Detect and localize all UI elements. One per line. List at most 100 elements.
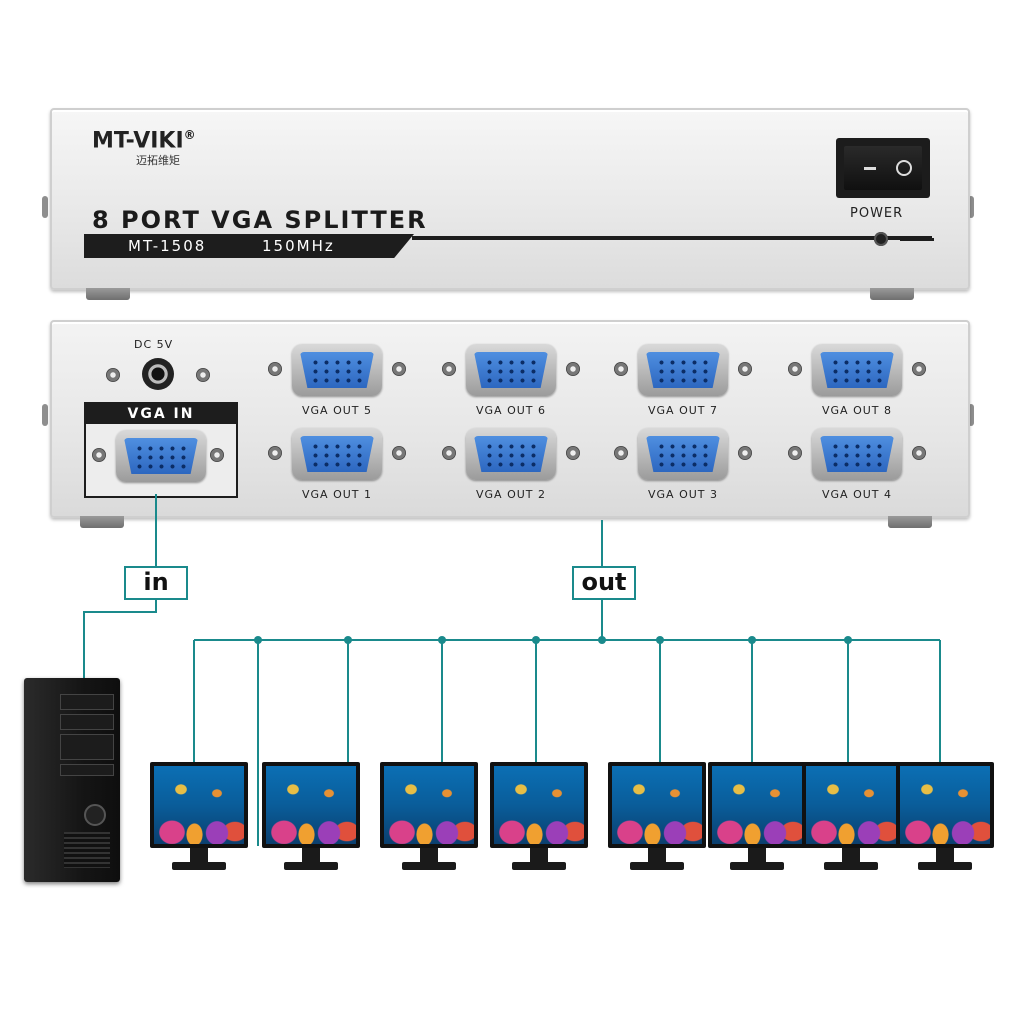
side-bolt [42, 196, 48, 218]
vga-in-port[interactable] [90, 430, 240, 510]
screw-icon [442, 446, 456, 460]
rocker-switch-icon [844, 146, 922, 190]
port-label: VGA OUT 2 [476, 488, 546, 501]
screw-icon [442, 362, 456, 376]
screw-icon [738, 446, 752, 460]
vga-input-box: VGA IN [84, 402, 238, 498]
vga-connector-icon [466, 344, 556, 396]
frequency-label: 150MHz [262, 237, 335, 255]
vga-input-label: VGA IN [86, 404, 236, 424]
front-foot-left [86, 288, 130, 300]
out-label: out [572, 566, 636, 600]
screw-icon [566, 446, 580, 460]
side-bolt [42, 404, 48, 426]
product-title: 8 PORT VGA SPLITTER [92, 206, 428, 234]
side-bolt [968, 196, 974, 218]
screw-icon [268, 446, 282, 460]
aquarium-screen-image [384, 766, 474, 844]
vga-connector-icon [116, 430, 206, 482]
junction-dot [844, 636, 852, 644]
port-label: VGA OUT 5 [302, 404, 372, 417]
in-label: in [124, 566, 188, 600]
screw-icon [92, 448, 106, 462]
brand-chinese-name: 迈拓维矩 [136, 154, 180, 167]
power-label: POWER [850, 206, 904, 221]
screw-icon [788, 362, 802, 376]
junction-dot [438, 636, 446, 644]
power-line [900, 238, 934, 241]
aquarium-screen-image [266, 766, 356, 844]
monitor-icon [490, 762, 588, 874]
port-label: VGA OUT 4 [822, 488, 892, 501]
vga-out-port-7[interactable]: VGA OUT 7 [612, 344, 762, 424]
monitor-icon [896, 762, 994, 874]
back-foot-right [888, 516, 932, 528]
power-switch[interactable] [836, 138, 930, 198]
back-foot-left [80, 516, 124, 528]
dc-input-label: DC 5V [134, 338, 174, 351]
monitor-icon [150, 762, 248, 874]
screw-icon [614, 446, 628, 460]
screw-icon [392, 362, 406, 376]
side-bolt [968, 404, 974, 426]
vga-connector-icon [292, 428, 382, 480]
model-bar: MT-1508 150MHz [84, 234, 414, 258]
junction-dot [532, 636, 540, 644]
computer-tower-icon [24, 678, 120, 882]
port-label: VGA OUT 6 [476, 404, 546, 417]
port-label: VGA OUT 3 [648, 488, 718, 501]
port-label: VGA OUT 8 [822, 404, 892, 417]
vga-out-port-3[interactable]: VGA OUT 3 [612, 428, 762, 508]
switch-on-mark [896, 160, 912, 176]
vga-connector-icon [292, 344, 382, 396]
junction-dot [656, 636, 664, 644]
vga-connector-icon [812, 428, 902, 480]
vent-grille [64, 832, 110, 868]
model-number: MT-1508 [128, 237, 207, 255]
vga-out-port-8[interactable]: VGA OUT 8 [786, 344, 936, 424]
aquarium-screen-image [612, 766, 702, 844]
vga-connector-icon [466, 428, 556, 480]
screw-icon [210, 448, 224, 462]
screw-icon [392, 446, 406, 460]
port-label: VGA OUT 7 [648, 404, 718, 417]
screw-icon [196, 368, 210, 382]
port-label: VGA OUT 1 [302, 488, 372, 501]
vga-out-port-5[interactable]: VGA OUT 5 [266, 344, 416, 424]
screw-icon [912, 362, 926, 376]
junction-dot [344, 636, 352, 644]
aquarium-screen-image [154, 766, 244, 844]
vga-out-port-6[interactable]: VGA OUT 6 [440, 344, 590, 424]
screw-icon [566, 362, 580, 376]
junction-dot [598, 636, 606, 644]
splitter-back-panel: DC 5V VGA IN VGA OUT 5 VGA OUT 6 VGA OUT… [50, 320, 970, 518]
front-foot-right [870, 288, 914, 300]
dc-power-jack[interactable] [142, 358, 174, 390]
monitor-icon [608, 762, 706, 874]
splitter-front-panel: MT-VIKI® 迈拓维矩 8 PORT VGA SPLITTER MT-150… [50, 108, 970, 290]
aquarium-screen-image [494, 766, 584, 844]
screw-icon [788, 446, 802, 460]
vga-connector-icon [812, 344, 902, 396]
vga-out-port-2[interactable]: VGA OUT 2 [440, 428, 590, 508]
vga-out-port-4[interactable]: VGA OUT 4 [786, 428, 936, 508]
power-led-icon [874, 232, 888, 246]
monitor-icon [262, 762, 360, 874]
monitor-icon [708, 762, 806, 874]
switch-off-mark [864, 167, 876, 170]
drive-bay [60, 694, 114, 710]
monitor-icon [802, 762, 900, 874]
screw-icon [614, 362, 628, 376]
junction-dot [254, 636, 262, 644]
vga-connector-icon [638, 344, 728, 396]
screw-icon [106, 368, 120, 382]
aquarium-screen-image [900, 766, 990, 844]
screw-icon [912, 446, 926, 460]
vga-connector-icon [638, 428, 728, 480]
aquarium-screen-image [712, 766, 802, 844]
monitor-icon [380, 762, 478, 874]
vga-out-port-1[interactable]: VGA OUT 1 [266, 428, 416, 508]
drive-bay [60, 734, 114, 760]
screw-icon [738, 362, 752, 376]
aquarium-screen-image [806, 766, 896, 844]
